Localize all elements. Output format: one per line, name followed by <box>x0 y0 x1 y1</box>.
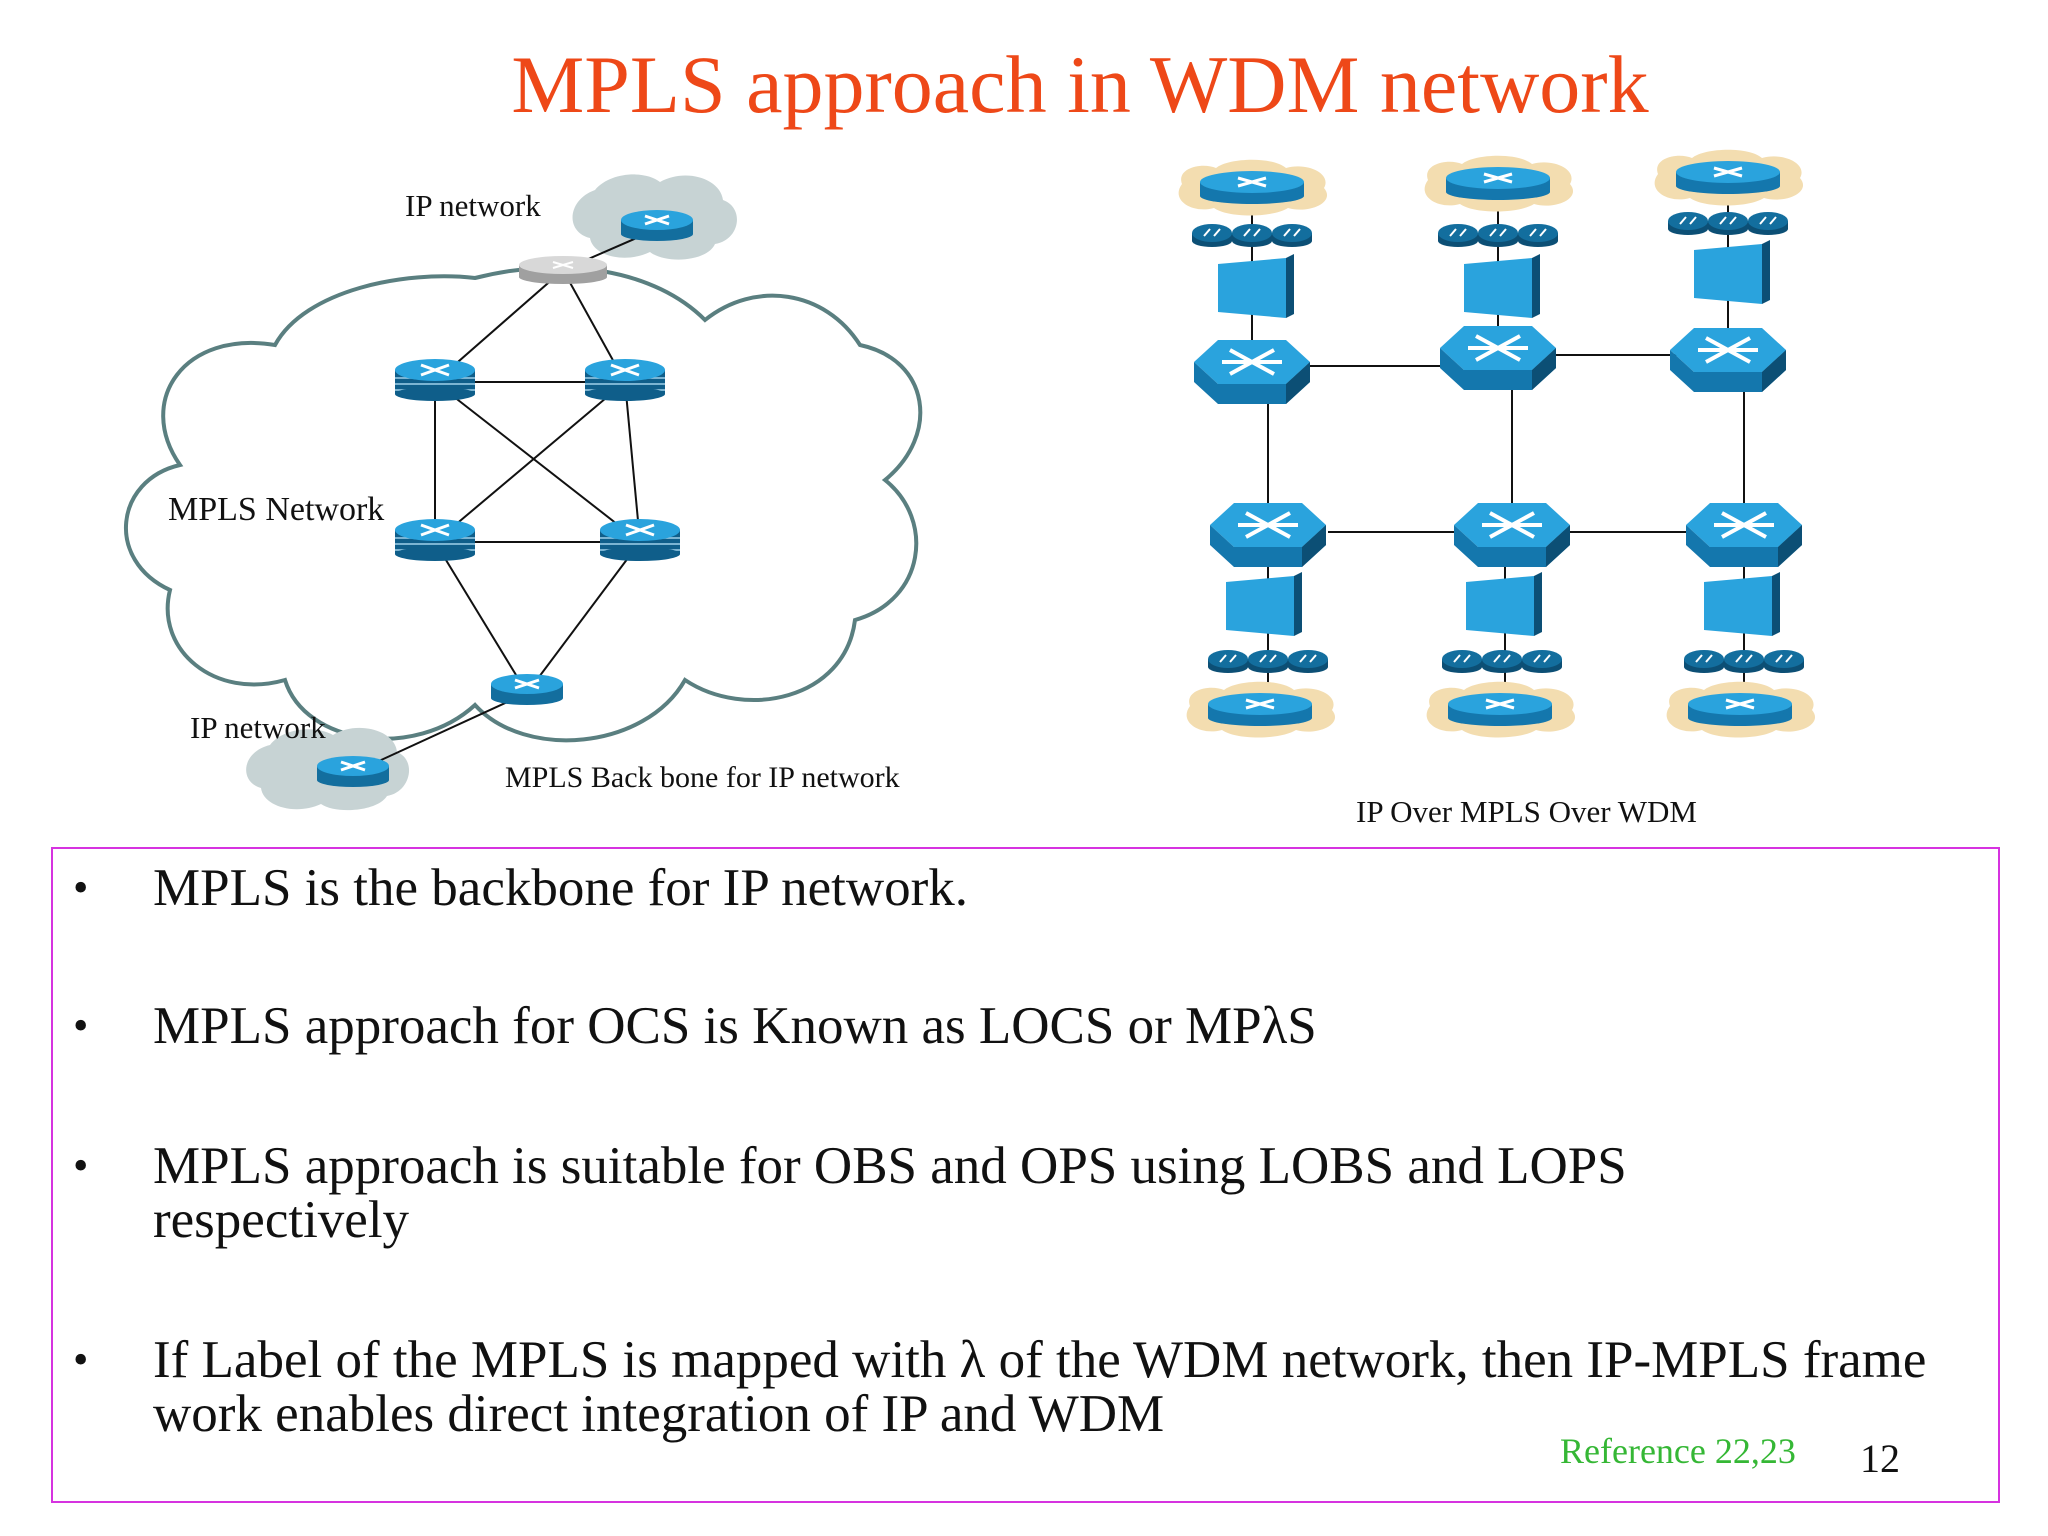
bullet-dot: • <box>73 863 89 912</box>
client-router-bottom-1 <box>1185 680 1337 739</box>
client-router-top-1 <box>1177 158 1329 217</box>
access-router-t2b <box>1477 223 1519 248</box>
access-router-b1a <box>1207 649 1249 674</box>
page-number: 12 <box>1860 1436 1900 1481</box>
access-router-t1c <box>1271 223 1313 248</box>
access-router-t1a <box>1191 223 1233 248</box>
optical-switch-5 <box>1452 501 1572 569</box>
client-router-bottom-3 <box>1665 680 1817 739</box>
access-router-t1b <box>1231 223 1273 248</box>
optical-switch-2 <box>1438 324 1558 392</box>
access-router-b2c <box>1521 649 1563 674</box>
mpls-router-4 <box>598 517 682 563</box>
bullet-text: If Label of the MPLS is mapped with λ of… <box>153 1331 1927 1443</box>
access-router-b2b <box>1481 649 1523 674</box>
access-router-t3c <box>1747 211 1789 236</box>
ip-router-bottom <box>315 754 391 789</box>
access-router-b1b <box>1247 649 1289 674</box>
ip-mpls-wdm-diagram: IP Over MPLS Over WDM <box>1177 148 1817 829</box>
wdm-mux-top-2 <box>1464 254 1540 318</box>
bullet-dot: • <box>73 1335 89 1384</box>
left-diagram-caption: MPLS Back bone for IP network <box>505 761 900 794</box>
optical-switch-4 <box>1208 501 1328 569</box>
right-diagram-caption: IP Over MPLS Over WDM <box>1356 794 1697 829</box>
slide-title: MPLS approach in WDM network <box>511 39 1649 130</box>
client-router-bottom-2 <box>1425 680 1577 739</box>
mpls-backbone-diagram: IP network MPLS Network IP network MPLS … <box>123 174 923 811</box>
access-router-b3a <box>1683 649 1725 674</box>
bullet-box: • MPLS is the backbone for IP network. •… <box>51 847 2000 1503</box>
wdm-mux-bottom-3 <box>1704 572 1780 636</box>
client-router-top-2 <box>1423 154 1575 213</box>
edge-router-bottom <box>489 672 565 707</box>
bullet-text: MPLS is the backbone for IP network. <box>153 859 969 917</box>
optical-switch-1 <box>1192 338 1312 406</box>
bullet-dot: • <box>73 1001 89 1050</box>
wdm-mux-bottom-2 <box>1466 572 1542 636</box>
reference-note: Reference 22,23 <box>1560 1431 1796 1471</box>
mpls-router-1 <box>393 357 477 403</box>
edge-router-top <box>518 255 608 285</box>
mpls-network-label: MPLS Network <box>168 491 384 528</box>
access-router-t3b <box>1707 211 1749 236</box>
ip-router-top <box>619 208 695 243</box>
access-router-t2a <box>1437 223 1479 248</box>
access-router-t3a <box>1667 211 1709 236</box>
bullet-text: MPLS approach is suitable for OBS and OP… <box>153 1137 1627 1249</box>
bullet-dot: • <box>73 1141 89 1190</box>
optical-switch-6 <box>1684 501 1804 569</box>
access-router-b3b <box>1723 649 1765 674</box>
mpls-router-3 <box>393 517 477 563</box>
wdm-mux-top-3 <box>1694 240 1770 304</box>
ip-network-bottom-label: IP network <box>190 710 326 745</box>
access-router-b2a <box>1441 649 1483 674</box>
mpls-cloud <box>123 265 923 743</box>
client-router-top-3 <box>1653 148 1805 207</box>
access-router-b3c <box>1763 649 1805 674</box>
ip-network-top-label: IP network <box>405 188 541 223</box>
bullet-text: MPLS approach for OCS is Known as LOCS o… <box>153 997 1317 1055</box>
wdm-mux-top-1 <box>1218 254 1294 318</box>
optical-switch-3 <box>1668 326 1788 394</box>
wdm-mux-bottom-1 <box>1226 572 1302 636</box>
mpls-router-2 <box>583 357 667 403</box>
access-router-b1c <box>1287 649 1329 674</box>
access-router-t2c <box>1517 223 1559 248</box>
